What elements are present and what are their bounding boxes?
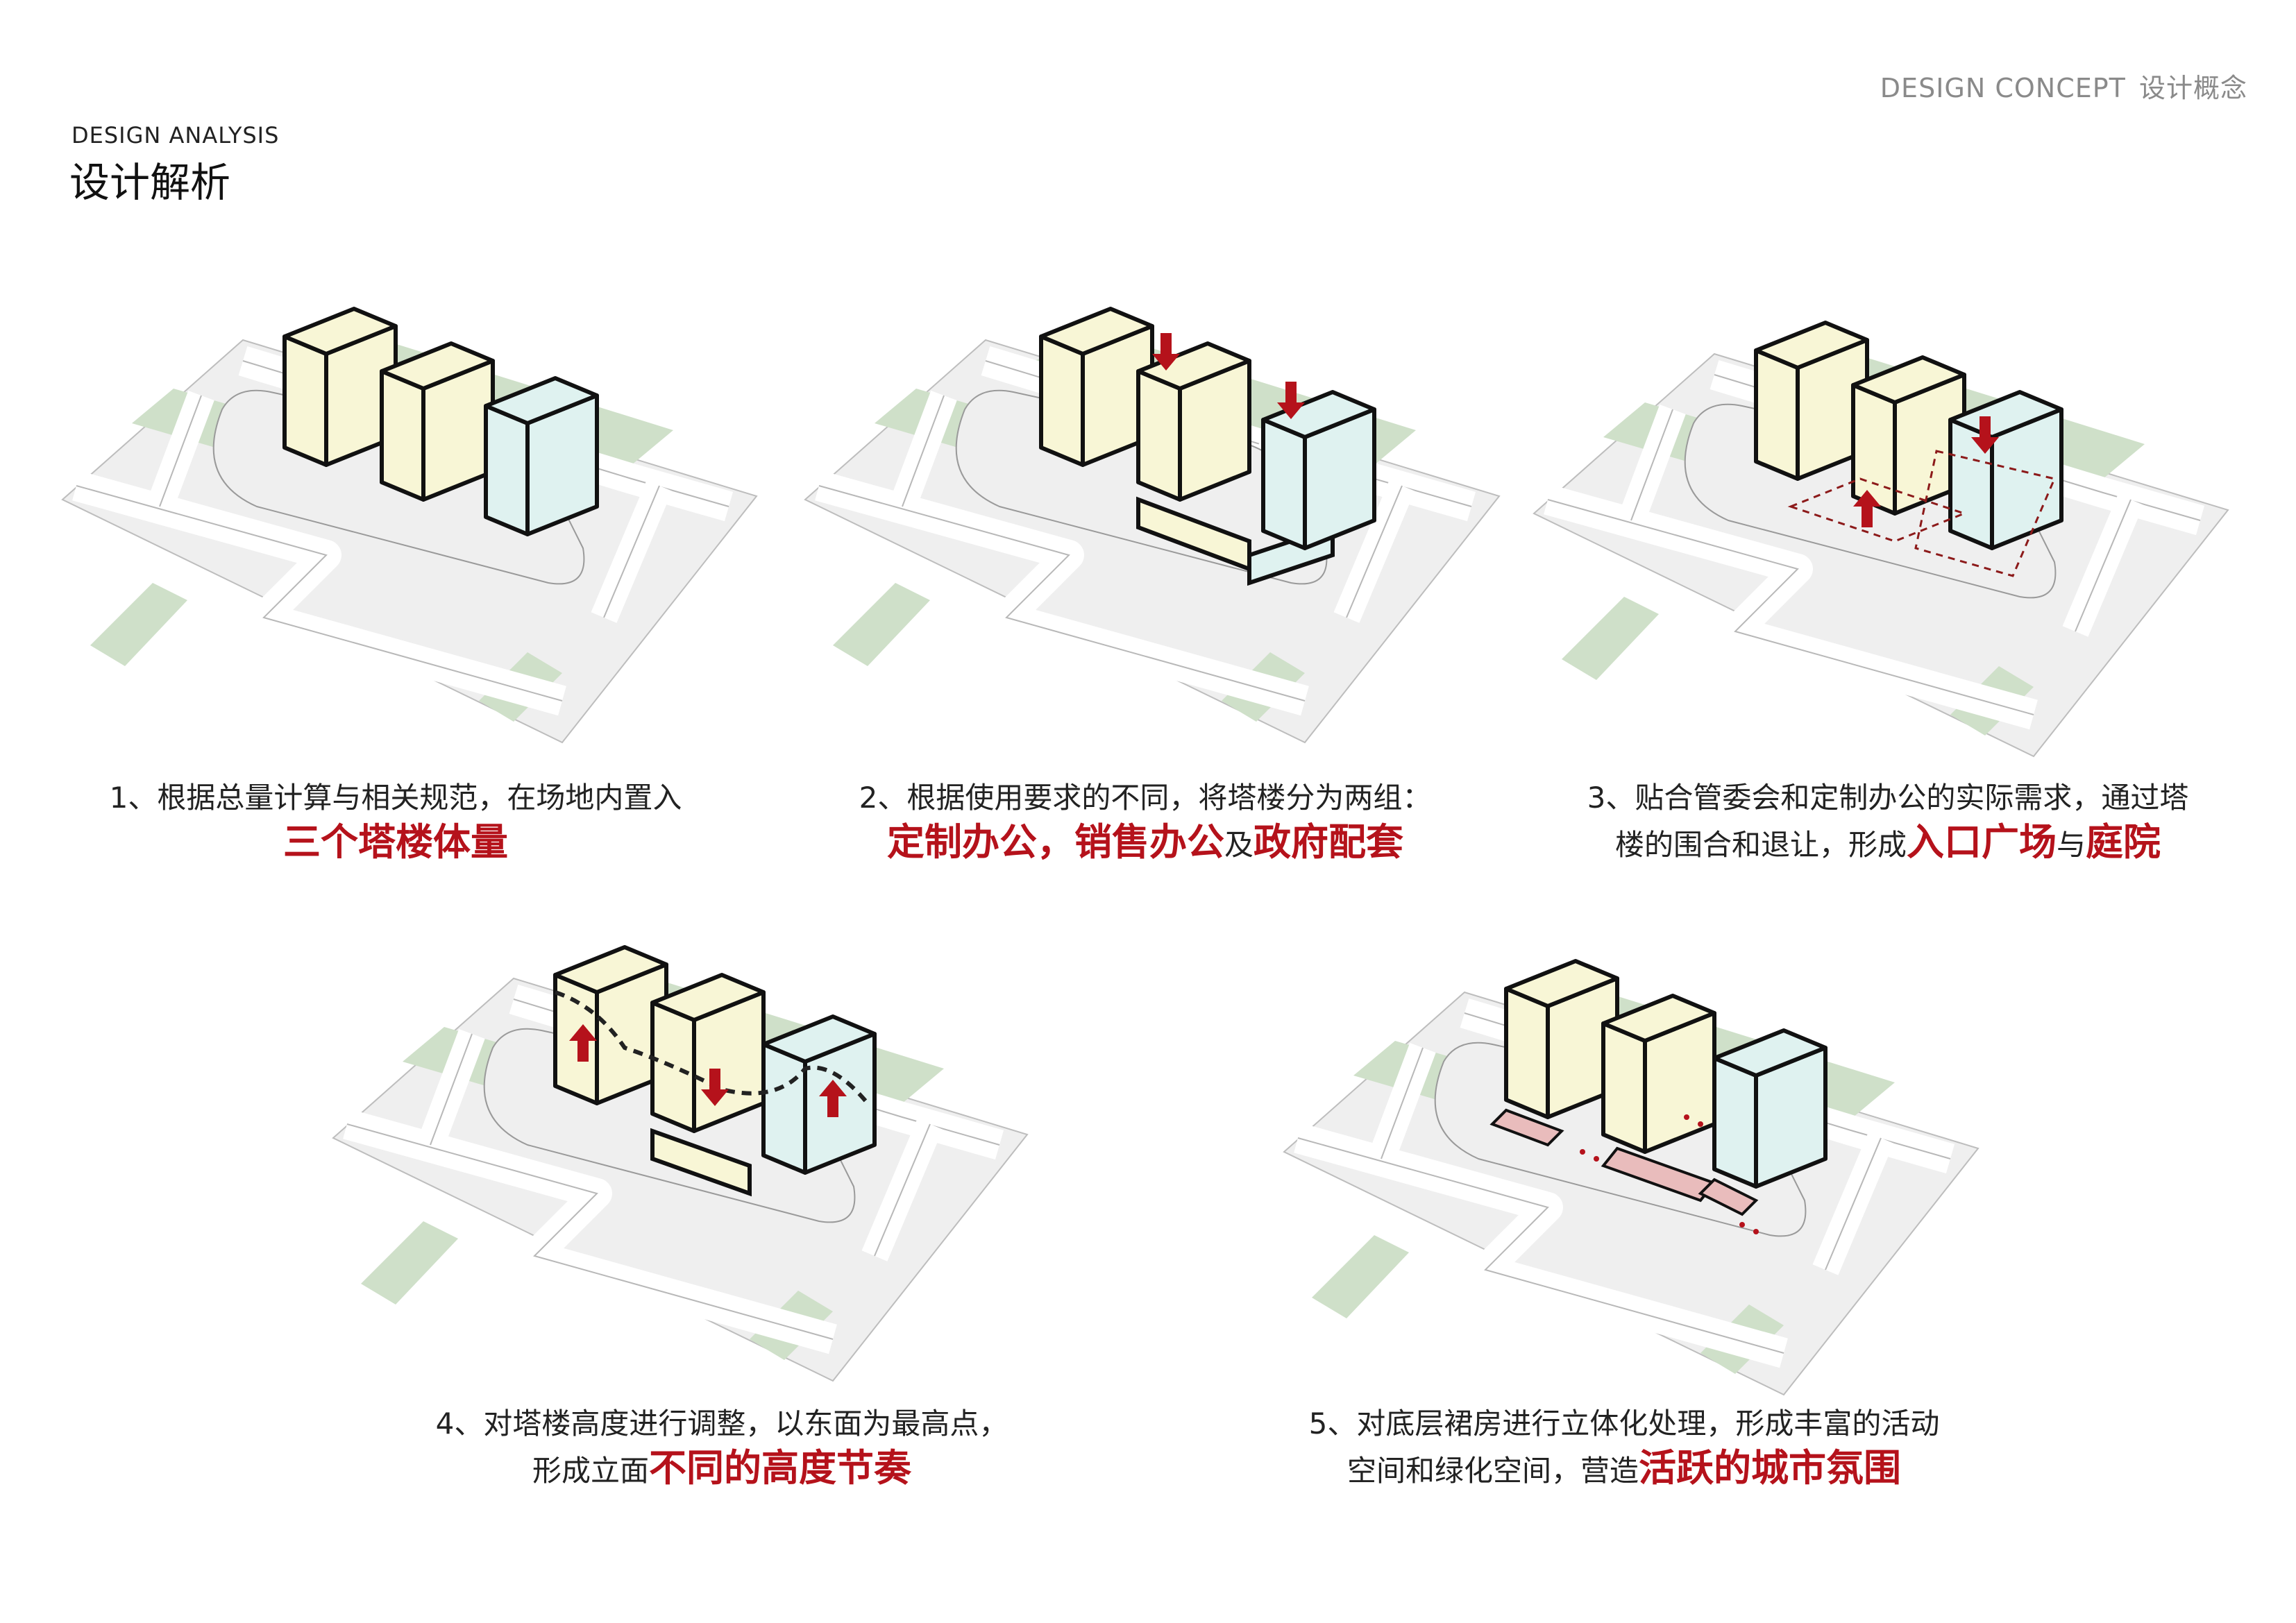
caption-step-4-line2-text: 形成立面	[532, 1454, 649, 1488]
diagram-step-5	[1256, 909, 1992, 1409]
diagram-step-1	[35, 257, 770, 756]
diagram-step-3	[1506, 271, 2242, 770]
caption-step-3-join: 与	[2057, 828, 2086, 862]
caption-step-5-line1: 5、对底层裙房进行立体化处理，形成丰富的活动	[1308, 1407, 1940, 1441]
caption-step-5-highlight: 活跃的城市氛围	[1639, 1446, 1901, 1490]
top-right-title-cn: 设计概念	[2138, 73, 2247, 103]
caption-step-2: 2、根据使用要求的不同，将塔楼分为两组： 定制办公，销售办公及政府配套	[777, 776, 1513, 867]
caption-step-2-line1: 2、根据使用要求的不同，将塔楼分为两组：	[859, 781, 1432, 815]
caption-step-2-highlight-3: 政府配套	[1253, 820, 1403, 864]
caption-step-2-highlight-2: 销售办公	[1074, 820, 1224, 864]
diagram-step-2	[777, 257, 1513, 756]
caption-step-5-line2-text: 空间和绿化空间，营造	[1347, 1454, 1639, 1488]
section-title-en: DESIGN ANALYSIS	[71, 122, 280, 148]
caption-step-5: 5、对底层裙房进行立体化处理，形成丰富的活动 空间和绿化空间，营造活跃的城市氛围	[1222, 1402, 2027, 1493]
caption-step-1: 1、根据总量计算与相关规范，在场地内置入 三个塔楼体量	[42, 776, 750, 867]
caption-step-3-line1: 3、贴合管委会和定制办公的实际需求，通过塔	[1587, 781, 2189, 815]
caption-step-2-highlight-1: 定制办公	[886, 820, 1037, 864]
caption-step-3-highlight-1: 入口广场	[1907, 820, 2057, 864]
section-title-cn: 设计解析	[69, 159, 231, 206]
top-right-title: DESIGN CONCEPT 设计概念	[1880, 67, 2247, 105]
caption-step-4-line1: 4、对塔楼高度进行调整，以东面为最高点，	[435, 1407, 1008, 1441]
caption-step-1-highlight: 三个塔楼体量	[283, 820, 508, 864]
caption-step-4-highlight: 不同的高度节奏	[649, 1446, 911, 1490]
caption-step-4: 4、对塔楼高度进行调整，以东面为最高点， 形成立面不同的高度节奏	[375, 1402, 1069, 1493]
caption-step-2-join: 及	[1224, 828, 1253, 862]
caption-step-3: 3、贴合管委会和定制办公的实际需求，通过塔 楼的围合和退让，形成入口广场与庭院	[1506, 776, 2270, 867]
top-right-title-en: DESIGN CONCEPT	[1880, 73, 2126, 103]
caption-step-3-highlight-2: 庭院	[2086, 820, 2161, 864]
diagram-step-4	[305, 895, 1041, 1395]
caption-step-2-sep: ，	[1036, 820, 1074, 864]
caption-step-3-line2-text: 楼的围合和退让，形成	[1614, 828, 1907, 862]
caption-step-1-line1: 1、根据总量计算与相关规范，在场地内置入	[109, 781, 682, 815]
